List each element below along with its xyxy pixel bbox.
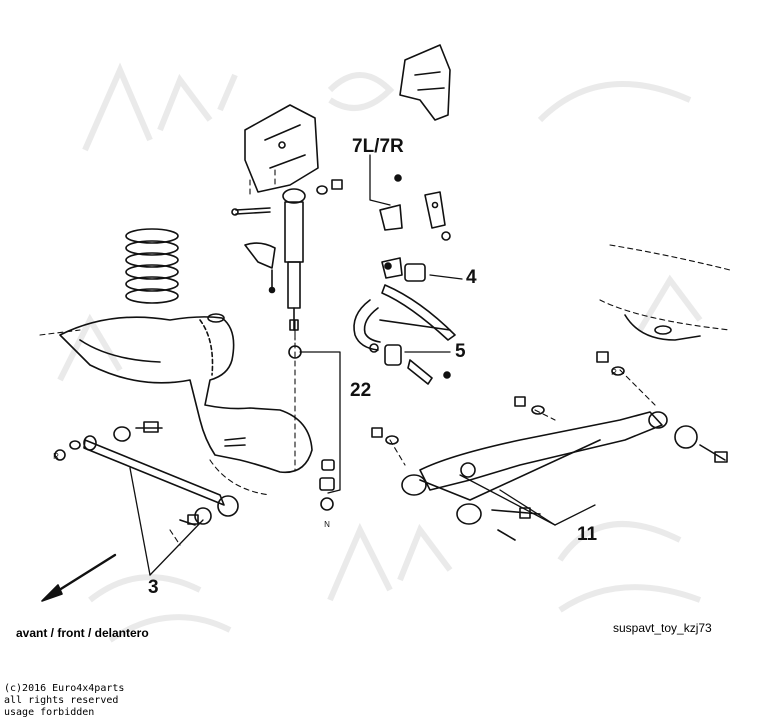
diagram-code: suspavt_toy_kzj73 xyxy=(613,621,712,635)
callout-leaders xyxy=(129,154,596,576)
stabilizer-bushing xyxy=(381,257,426,282)
callout-5: 5 xyxy=(455,341,466,362)
callout-7L-7R: 7L/7R xyxy=(352,136,404,157)
coil-spring xyxy=(125,228,179,304)
copyright-line-2: all rights reserved xyxy=(4,695,119,706)
stabilizer-link xyxy=(369,343,451,385)
callout-3: 3 xyxy=(148,577,159,598)
washer-mark-r-right: R xyxy=(611,368,617,377)
direction-label: avant / front / delantero xyxy=(16,626,149,640)
callout-4: 4 xyxy=(466,267,477,288)
shock-hardware xyxy=(288,179,343,511)
copyright-line-1: (c)2016 Euro4x4parts xyxy=(4,683,125,694)
shock-upper-bracket xyxy=(244,104,319,193)
shock-absorber xyxy=(231,188,306,331)
copyright-line-3: usage forbidden xyxy=(4,707,95,718)
stabilizer-bar xyxy=(353,284,456,351)
copyright-notice: (c)2016 Euro4x4parts all rights reserved… xyxy=(4,683,124,719)
axle-housing xyxy=(59,313,313,474)
washer-mark-n: N xyxy=(324,520,330,529)
stabilizer-frame-bracket xyxy=(379,44,451,241)
callout-11: 11 xyxy=(577,524,598,545)
lateral-rod xyxy=(54,421,239,526)
washer-mark-r-left: R xyxy=(53,452,59,461)
direction-arrow xyxy=(41,553,117,602)
lower-control-arm xyxy=(401,411,728,541)
callout-22: 22 xyxy=(350,380,372,401)
bump-stop-bracket xyxy=(244,242,276,294)
frame-rail xyxy=(624,314,701,341)
control-arm-hardware xyxy=(371,351,625,445)
dashed-leader-lines xyxy=(39,169,731,546)
